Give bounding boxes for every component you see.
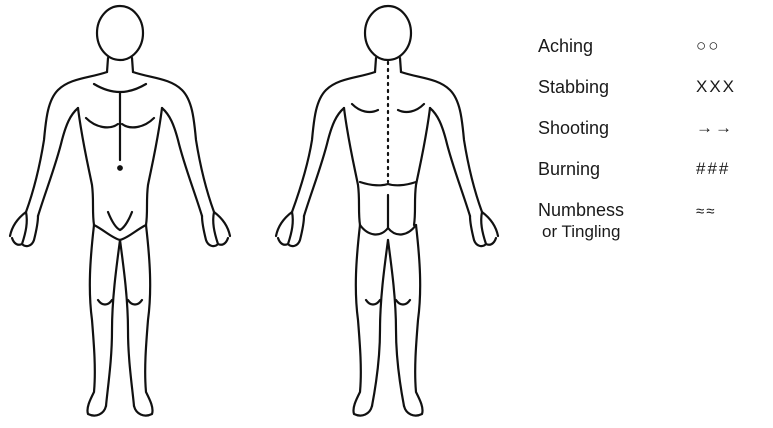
body-front-icon	[10, 6, 230, 416]
legend-row-stabbing: Stabbing XXX	[538, 77, 768, 118]
legend-label-shooting: Shooting	[538, 118, 609, 139]
legend-row-numbness: Numbness or Tingling ≈≈	[538, 200, 768, 250]
legend-symbol-aching: ○○	[696, 36, 721, 56]
legend-label-stabbing: Stabbing	[538, 77, 609, 98]
legend-label-aching: Aching	[538, 36, 593, 57]
legend-symbol-stabbing: XXX	[696, 77, 736, 97]
legend-label-numbness: Numbness	[538, 200, 624, 221]
legend-symbol-shooting: →→	[696, 118, 734, 138]
body-back-icon	[276, 6, 498, 416]
legend-row-burning: Burning ###	[538, 159, 768, 200]
pain-legend: Aching ○○ Stabbing XXX Shooting →→ Burni…	[538, 36, 768, 250]
body-diagram	[0, 0, 520, 428]
legend-label-burning: Burning	[538, 159, 600, 180]
legend-row-shooting: Shooting →→	[538, 118, 768, 159]
legend-label-tingling: or Tingling	[542, 222, 620, 242]
legend-symbol-burning: ###	[696, 159, 730, 179]
legend-symbol-numbness: ≈≈	[696, 203, 716, 220]
legend-row-aching: Aching ○○	[538, 36, 768, 77]
